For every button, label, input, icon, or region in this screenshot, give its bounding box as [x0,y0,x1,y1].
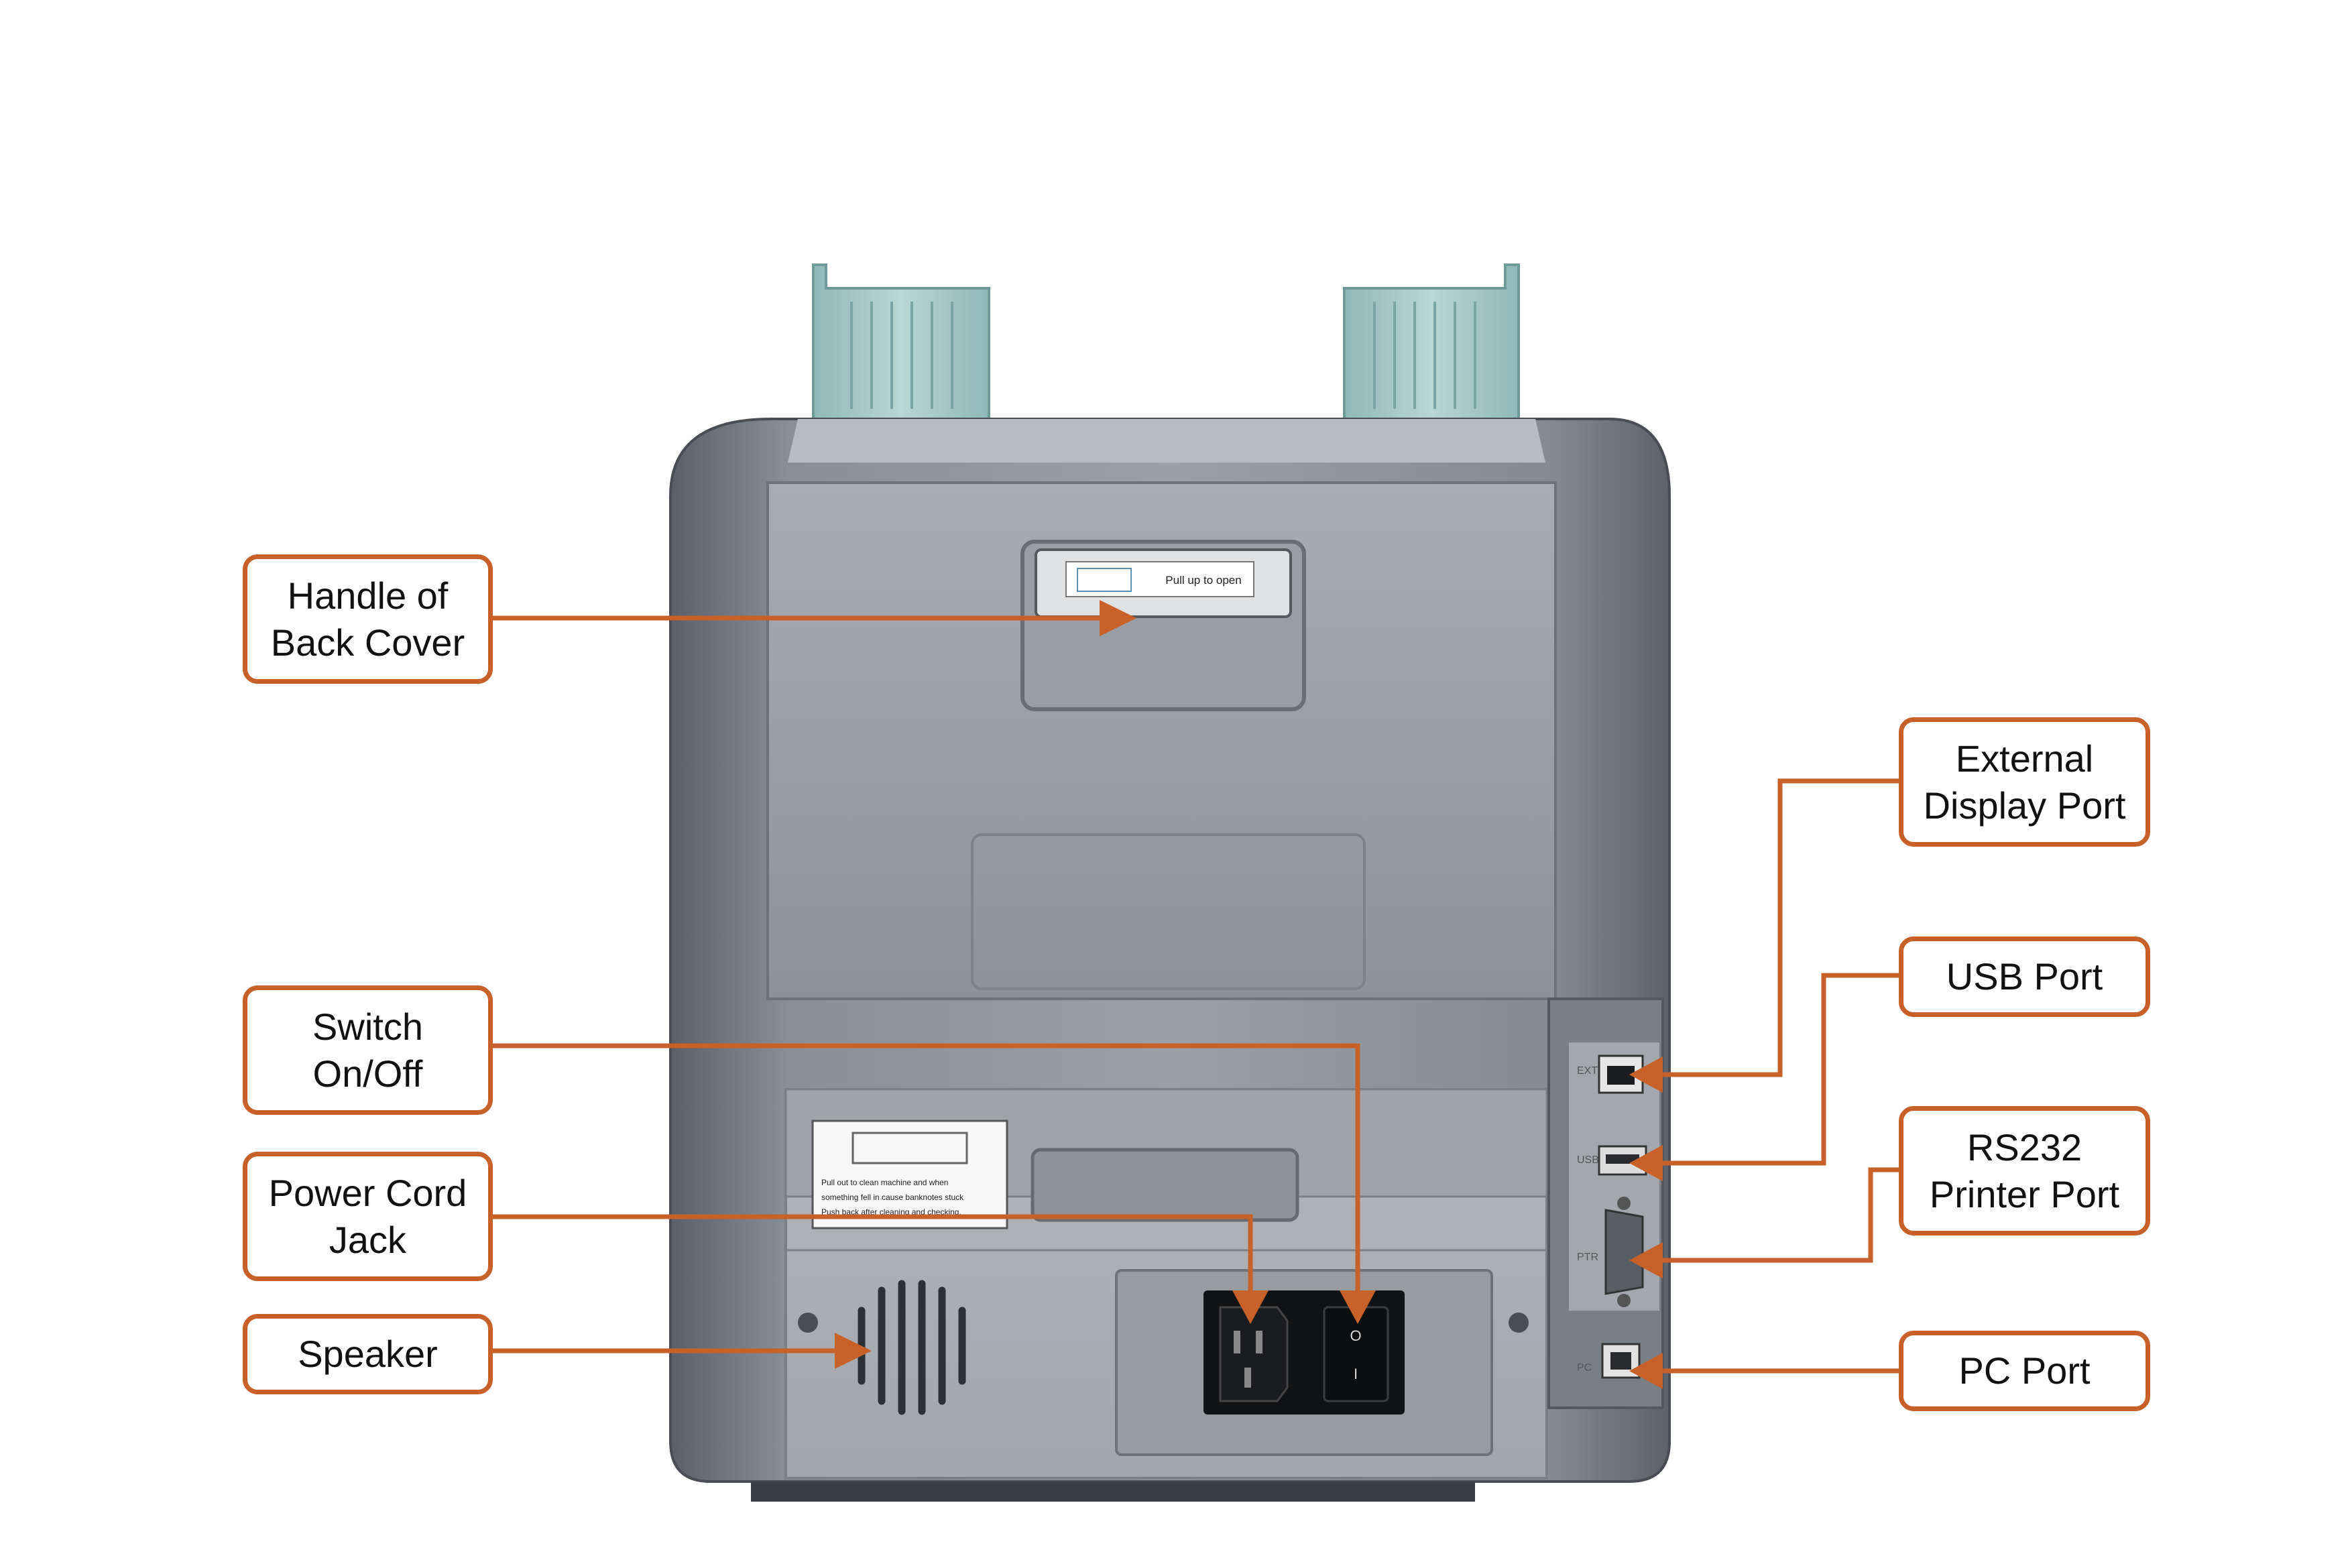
left-feeder-tray [812,263,990,420]
arrowhead-handle [1100,600,1136,636]
port-label-pc: PC [1577,1362,1592,1374]
port-panel: EXT USB PTR PC [1547,998,1664,1409]
callout-switch-line-2: On/Off [312,1052,423,1095]
callout-power-line-2: Jack [329,1218,407,1261]
callout-ext-display-line-1: External [1955,737,2094,780]
port-label-ext: EXT [1577,1065,1598,1077]
callout-rs232-printer-port: RS232 Printer Port [1899,1106,2150,1235]
arrowhead-power [1232,1290,1269,1324]
arrowhead-ext-display [1629,1057,1663,1093]
callout-handle-of-back-cover: Handle of Back Cover [243,554,493,684]
callout-pc-port: PC Port [1899,1331,2150,1411]
arrowhead-speaker [835,1333,872,1369]
port-label-usb: USB [1577,1154,1599,1166]
arrowhead-rs232 [1629,1242,1663,1278]
callout-external-display-port: External Display Port [1899,717,2150,847]
callout-handle-line-2: Back Cover [270,621,465,664]
callout-switch-on-off: Switch On/Off [243,985,493,1115]
callout-power-cord-jack: Power Cord Jack [243,1152,493,1281]
power-switch: O I [1323,1306,1389,1402]
arrowhead-switch [1340,1290,1376,1324]
speaker-grille [798,1280,1529,1415]
back-cover-handle: Pull up to open [1020,540,1306,711]
callout-rs232-line-2: Printer Port [1929,1172,2120,1215]
arrowhead-usb [1629,1145,1663,1181]
arrowhead-pc [1629,1353,1663,1389]
callout-speaker: Speaker [243,1314,493,1394]
leader-power [493,1214,1253,1290]
callout-power-line-1: Power Cord [268,1171,467,1214]
warning-label-line-1: Pull out to clean machine and when [821,1178,948,1187]
callout-pc-line-1: PC Port [1958,1349,2091,1392]
callout-speaker-line-1: Speaker [298,1333,438,1375]
callout-usb-port: USB Port [1899,937,2150,1017]
leader-ext-display [1663,778,1903,1077]
switch-symbol-on: O [1350,1327,1361,1344]
power-cord-jack [1219,1306,1289,1402]
callout-switch-line-1: Switch [312,1005,423,1048]
warning-label: Pull out to clean machine and when somet… [811,1120,1008,1229]
power-module: O I [1115,1269,1493,1456]
callout-handle-line-1: Handle of [287,574,449,617]
handle-label-text: Pull up to open [1165,574,1241,587]
switch-symbol-off: I [1354,1366,1358,1382]
leader-rs232 [1663,1167,1903,1263]
usb-port [1598,1145,1647,1176]
warning-label-line-2: something fell in cause banknotes stuck [821,1193,964,1202]
callout-ext-display-line-2: Display Port [1923,784,2126,827]
leader-usb [1663,973,1903,1166]
callout-rs232-line-1: RS232 [1966,1126,2082,1168]
right-feeder-tray [1343,263,1520,420]
leader-switch [493,1043,1360,1290]
callout-usb-line-1: USB Port [1946,955,2103,998]
rs232-port [1604,1197,1644,1307]
port-label-ptr: PTR [1577,1252,1598,1263]
